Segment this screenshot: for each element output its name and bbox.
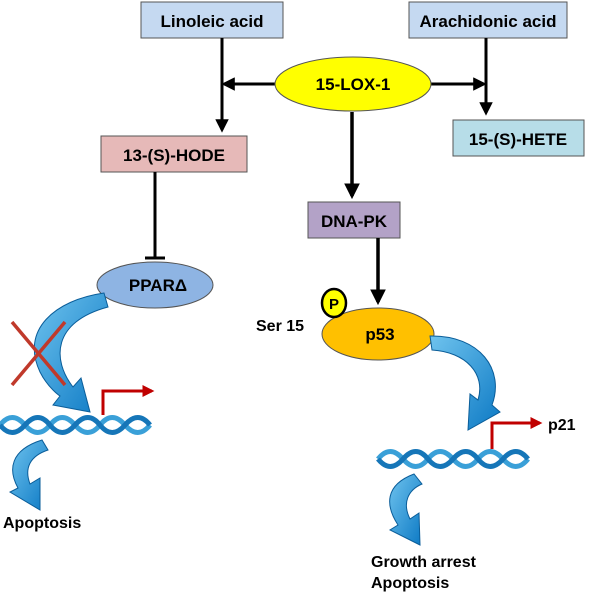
p21-label: p21: [548, 417, 576, 434]
lox-label: 15-LOX-1: [316, 75, 391, 94]
hode-label: 13-(S)-HODE: [123, 146, 225, 165]
curved-arrow-p53-dna: [429, 335, 501, 431]
dnapk-label: DNA-PK: [321, 212, 388, 231]
curved-arrow-to-apoptosis-left: [8, 439, 49, 511]
dna-helix-right: [376, 449, 530, 469]
ppar-node: PPARΔ: [96, 261, 214, 309]
curved-arrow-ppar-dna: [33, 292, 109, 413]
cross-stroke-b: [10, 320, 67, 387]
hode-node: 13-(S)-HODE: [100, 135, 248, 173]
dnapk-box: [307, 201, 401, 239]
phospho-label: P: [329, 296, 339, 313]
apoptosis-left-label: Apoptosis: [3, 515, 81, 532]
curved-arrow-to-growth-arrest: [388, 473, 423, 546]
dna-helix-left: [0, 415, 152, 435]
phospho-marker: P: [320, 287, 348, 319]
ppar-ellipse: [96, 261, 214, 309]
inhibition-cross: [10, 320, 67, 387]
promoter-arrow-left: [101, 385, 155, 415]
dnapk-node: DNA-PK: [307, 201, 401, 239]
phospho-circle: [320, 287, 348, 319]
linoleic-acid-box: [140, 1, 284, 39]
lox-node: 15-LOX-1: [274, 56, 432, 112]
p53-ellipse: [321, 307, 435, 361]
hete-label: 15-(S)-HETE: [469, 130, 567, 149]
hete-node: 15-(S)-HETE: [452, 119, 585, 157]
hete-box: [452, 119, 585, 157]
dna-right-strand-b: [376, 449, 530, 469]
lox-ellipse: [274, 56, 432, 112]
p53-node: p53: [321, 307, 435, 361]
arachidonic-acid-box: [408, 1, 568, 39]
growth-arrest-label: Growth arrest: [371, 554, 477, 571]
ser15-label: Ser 15: [256, 318, 304, 335]
ppar-label: PPARΔ: [129, 276, 187, 295]
linoleic-acid-node: Linoleic acid: [140, 1, 284, 39]
promoter-arrow-right: [490, 417, 543, 449]
hode-box: [100, 135, 248, 173]
linoleic-acid-label: Linoleic acid: [161, 12, 264, 31]
apoptosis-right-label: Apoptosis: [371, 575, 449, 592]
arachidonic-acid-label: Arachidonic acid: [420, 12, 557, 31]
p53-label: p53: [365, 325, 394, 344]
arachidonic-acid-node: Arachidonic acid: [408, 1, 568, 39]
dna-left-strand-b: [0, 415, 152, 435]
